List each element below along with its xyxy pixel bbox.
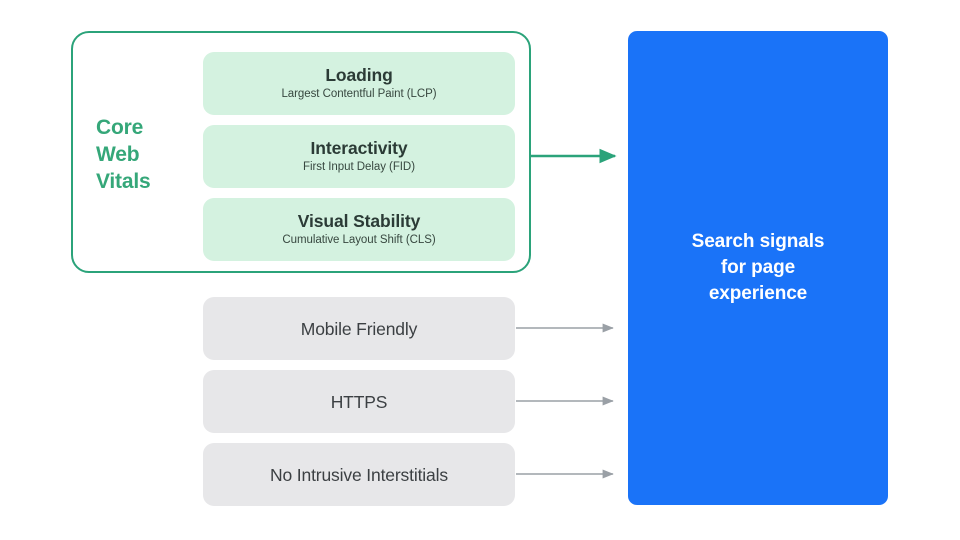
search-signals-line-2: for page [720,257,796,278]
core-web-vitals-label: Core Web Vitals [96,114,196,195]
metric-card-loading[interactable]: Loading Largest Contentful Paint (LCP) [203,52,515,115]
search-signals-panel[interactable]: Search signals for page experience [628,31,888,505]
search-signals-text: Search signals for page experience [692,229,825,307]
search-signals-line-3: experience [708,283,808,304]
metric-title: Interactivity [310,138,408,158]
signal-box-label: No Intrusive Interstitials [270,464,448,485]
signal-box-https[interactable]: HTTPS [203,370,515,433]
core-web-vitals-label-line-1: Core [96,116,144,139]
metric-title: Loading [325,65,393,85]
metric-title: Visual Stability [297,211,421,231]
signal-box-label: HTTPS [330,391,388,412]
signal-box-label: Mobile Friendly [300,318,418,339]
metric-subtitle: First Input Delay (FID) [303,161,415,173]
signal-box-no-intrusive-interstitials[interactable]: No Intrusive Interstitials [203,443,515,506]
search-signals-line-1: Search signals [691,231,825,252]
core-web-vitals-label-line-3: Vitals [96,170,151,193]
metric-card-interactivity[interactable]: Interactivity First Input Delay (FID) [203,125,515,188]
signal-box-mobile-friendly[interactable]: Mobile Friendly [203,297,515,360]
metric-subtitle: Largest Contentful Paint (LCP) [281,88,437,100]
metric-card-visual-stability[interactable]: Visual Stability Cumulative Layout Shift… [203,198,515,261]
metric-subtitle: Cumulative Layout Shift (CLS) [282,234,436,246]
core-web-vitals-label-line-2: Web [96,143,140,166]
